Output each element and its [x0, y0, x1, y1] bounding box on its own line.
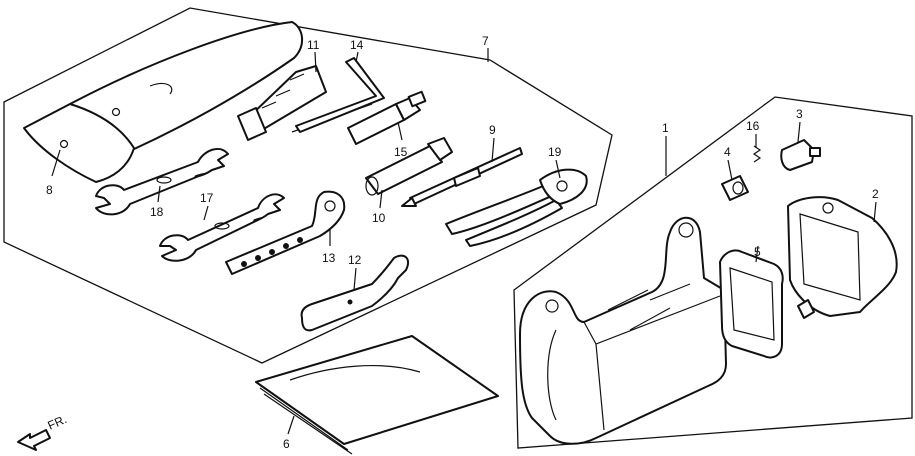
front-arrow-label: FR.	[46, 412, 69, 433]
callout-1: 1	[662, 121, 669, 135]
owners-manual	[255, 335, 499, 455]
screwdriver-handle-extension	[347, 90, 427, 145]
callout-5: 5	[754, 245, 761, 259]
callout-19: 19	[548, 145, 562, 159]
leader-lines	[51, 48, 877, 435]
callout-6: 6	[283, 437, 290, 451]
callout-14: 14	[350, 38, 364, 52]
open-end-wrench-18	[95, 147, 229, 216]
grommet-3	[780, 139, 821, 171]
tool-bag	[23, 21, 303, 183]
pin-spanner	[225, 190, 346, 275]
callouts: 8 11 14 7 15 9 19 10 18 17 13 12 6 1 4 5…	[46, 34, 879, 451]
hex-wrench	[295, 57, 385, 133]
callout-7: 7	[482, 34, 489, 48]
callout-3: 3	[796, 107, 803, 121]
callout-11: 11	[307, 38, 320, 52]
callout-4: 4	[724, 145, 731, 159]
front-arrow: FR.	[17, 412, 69, 451]
callout-2: 2	[872, 187, 879, 201]
callout-8: 8	[46, 183, 53, 197]
tool-box-frame	[513, 96, 913, 449]
hook-spanner	[300, 254, 410, 332]
callout-10: 10	[372, 211, 386, 225]
callout-15: 15	[394, 145, 408, 159]
pliers	[445, 168, 588, 247]
collar-4	[721, 175, 749, 201]
callout-13: 13	[322, 251, 336, 265]
callout-18: 18	[150, 205, 164, 219]
screwdriver-grip	[365, 137, 453, 196]
callout-16: 16	[746, 119, 760, 133]
callout-17: 17	[200, 191, 214, 205]
tool-kit-frame	[3, 7, 613, 364]
gasket	[719, 249, 784, 359]
tool-box	[519, 216, 727, 445]
tool-box-cover	[787, 196, 898, 319]
callout-12: 12	[348, 253, 362, 267]
spring-16	[752, 145, 762, 163]
screwdriver-shaft	[401, 147, 523, 207]
open-end-wrench-17	[159, 193, 285, 262]
callout-9: 9	[489, 123, 496, 137]
